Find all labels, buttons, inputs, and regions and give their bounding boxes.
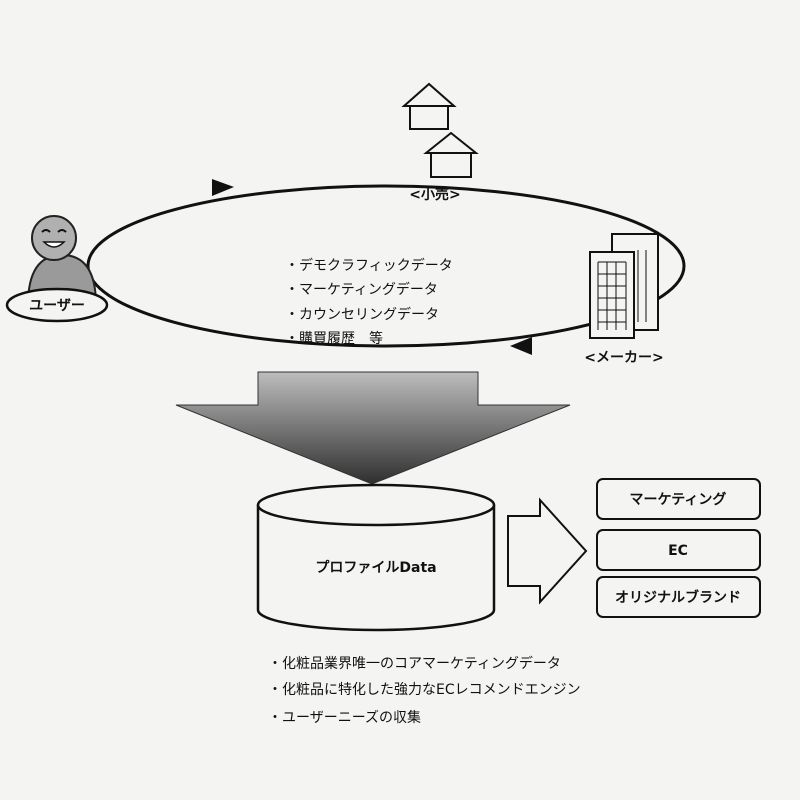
maker-label: <メーカー> xyxy=(584,350,663,366)
data-type-item: ・購買履歴 等 xyxy=(285,330,383,347)
cycle-arrow-top xyxy=(212,179,234,196)
output-label: オリジナルブランド xyxy=(615,589,741,606)
data-type-item: ・デモクラフィックデータ xyxy=(285,257,453,274)
output-label: マーケティング xyxy=(630,491,727,508)
database-label: プロファイルData xyxy=(315,560,436,576)
feature-item: ・化粧品に特化した強力なECレコメンドエンジン xyxy=(268,682,581,698)
cycle-ellipse xyxy=(86,184,686,348)
feature-item: ・化粧品業界唯一のコアマーケティングデータ xyxy=(268,655,561,672)
output-box-marketing xyxy=(596,478,761,520)
data-type-list: ・デモクラフィックデータ ・マーケティングデータ ・カウンセリングデータ ・購買… xyxy=(285,257,453,347)
feature-item: ・ユーザーニーズの収集 xyxy=(268,709,421,726)
data-type-item: ・マーケティングデータ xyxy=(285,281,438,298)
retail-house-icon xyxy=(401,82,479,178)
aggregate-down-arrow xyxy=(175,371,571,485)
maker-building-icon xyxy=(589,233,659,339)
output-list: マーケティング EC オリジナルブランド xyxy=(596,478,761,618)
output-box-ec xyxy=(596,529,761,571)
output-label: EC xyxy=(668,543,688,559)
feature-list: ・化粧品業界唯一のコアマーケティングデータ ・化粧品に特化した強力なECレコメン… xyxy=(268,655,581,726)
data-type-item: ・カウンセリングデータ xyxy=(285,306,439,323)
user-label: ユーザー xyxy=(29,298,85,314)
output-box-original-brand xyxy=(596,576,761,618)
cycle-arrow-bottom xyxy=(510,337,532,355)
output-arrow xyxy=(507,497,588,605)
user-label-badge xyxy=(5,287,109,323)
retail-label: <小売> xyxy=(409,186,460,203)
profile-database-cylinder xyxy=(256,483,496,632)
